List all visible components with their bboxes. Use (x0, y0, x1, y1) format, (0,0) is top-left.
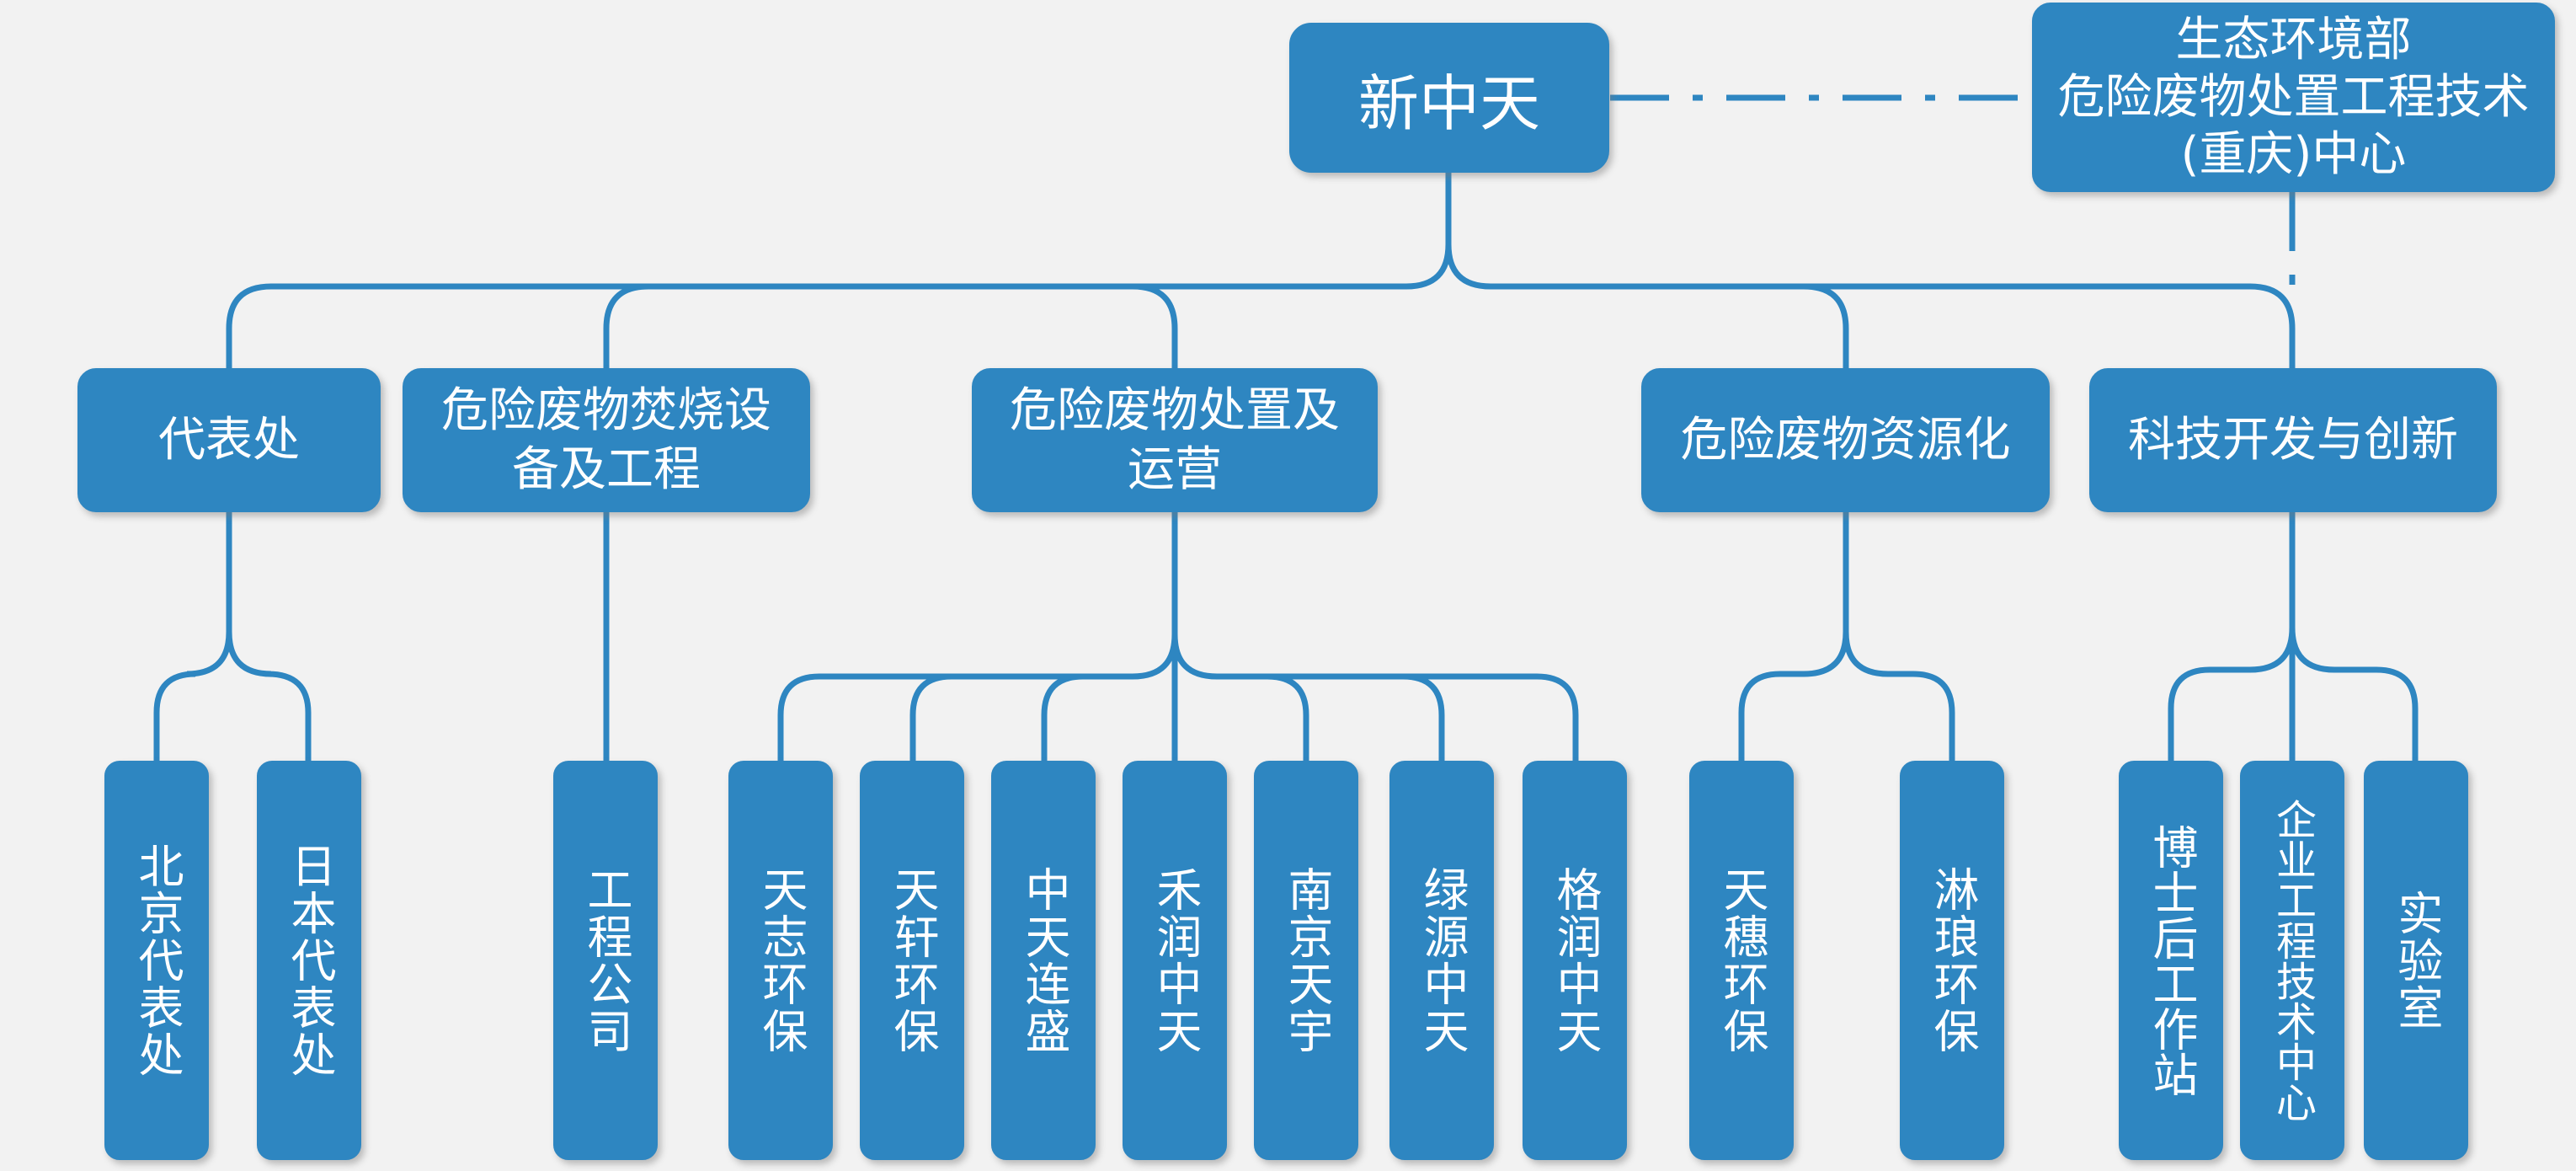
leaf-label: 中天连盛 (1017, 866, 1070, 1055)
dept-label: 危险废物焚烧设 (441, 382, 771, 438)
connector-operations-right (1171, 634, 1579, 761)
leaf-label: 天轩环保 (886, 866, 939, 1055)
root-node-label: 新中天 (1357, 67, 1540, 139)
external-center-line: (重庆)中心 (2180, 126, 2407, 182)
dept-resource-recovery: 危险废物资源化 (1641, 368, 2050, 512)
connector-root-right (1445, 243, 2296, 368)
leaf-label: 工程公司 (579, 866, 632, 1055)
leaf-lvyuan-zhongtian: 绿源中天 (1389, 761, 1494, 1160)
connector-rep-office (153, 512, 232, 761)
dept-representative-office: 代表处 (77, 368, 381, 512)
leaf-herun-zhongtian: 禾润中天 (1123, 761, 1227, 1160)
leaf-engineering-company: 工程公司 (553, 761, 658, 1160)
connector-lvyuan (1402, 673, 1445, 761)
root-node: 新中天 (1289, 23, 1609, 173)
leaf-label: 天穗环保 (1715, 866, 1768, 1055)
connector-dept-resources (1803, 283, 1849, 368)
leaf-label: 天志环保 (755, 866, 808, 1055)
dept-label: 科技开发与创新 (2128, 412, 2458, 468)
leaf-label: 日本代表处 (283, 842, 336, 1078)
external-center-node: 生态环境部 危险废物处置工程技术 (重庆)中心 (2032, 3, 2555, 192)
leaf-engineering-tech-center: 企业工程技术中心 (2240, 761, 2344, 1160)
leaf-tiansui: 天穗环保 (1689, 761, 1794, 1160)
leaf-label: 南京天宇 (1280, 866, 1333, 1055)
leaf-gerun-zhongtian: 格润中天 (1523, 761, 1627, 1160)
leaf-zhongtian-liansheng: 中天连盛 (991, 761, 1096, 1160)
external-center-line: 生态环境部 (2175, 12, 2412, 67)
dept-disposal-operations: 危险废物处置及 运营 (972, 368, 1378, 512)
leaf-linlang: 淋琅环保 (1900, 761, 2004, 1160)
leaf-label: 淋琅环保 (1926, 866, 1979, 1055)
leaf-label: 实验室 (2390, 890, 2443, 1031)
connector-nanjing-tianyu (1267, 673, 1309, 761)
connector-resources (1738, 512, 1849, 761)
connector-rep-office-right (226, 631, 312, 761)
leaf-nanjing-tianyu: 南京天宇 (1254, 761, 1358, 1160)
leaf-label: 绿源中天 (1416, 866, 1469, 1055)
connector-resources-right (1843, 631, 1955, 761)
leaf-label: 博士后工作站 (2145, 824, 2198, 1097)
connector-dept-operations (1132, 283, 1178, 368)
connector-root (226, 173, 1452, 368)
leaf-japan-office: 日本代表处 (257, 761, 361, 1160)
dept-label: 代表处 (158, 412, 300, 468)
leaf-laboratory: 实验室 (2364, 761, 2468, 1160)
connector-tianxuan (909, 673, 952, 761)
dept-label: 危险废物处置及 (1010, 382, 1340, 438)
leaf-postdoc-station: 博士后工作站 (2119, 761, 2223, 1160)
connector-rnd-left (2168, 627, 2296, 761)
leaf-tianzhi: 天志环保 (728, 761, 833, 1160)
leaf-tianxuan: 天轩环保 (860, 761, 964, 1160)
dept-rnd-innovation: 科技开发与创新 (2089, 368, 2497, 512)
external-center-line: 危险废物处置工程技术 (2057, 69, 2530, 125)
connector-operations-left (777, 634, 1178, 761)
connector-zhongtian-liansheng (1041, 673, 1084, 761)
dept-label: 运营 (1128, 441, 1222, 497)
dept-label: 备及工程 (512, 441, 701, 497)
leaf-label: 格润中天 (1549, 866, 1602, 1055)
dept-incineration-engineering: 危险废物焚烧设 备及工程 (403, 368, 810, 512)
leaf-label: 禾润中天 (1149, 866, 1202, 1055)
leaf-beijing-office: 北京代表处 (104, 761, 209, 1160)
connector-rnd-right (2289, 627, 2419, 761)
connector-dept-engineering (603, 283, 649, 368)
dept-label: 危险废物资源化 (1680, 412, 2011, 468)
leaf-label: 北京代表处 (131, 842, 184, 1078)
leaf-label: 企业工程技术中心 (2269, 799, 2316, 1122)
